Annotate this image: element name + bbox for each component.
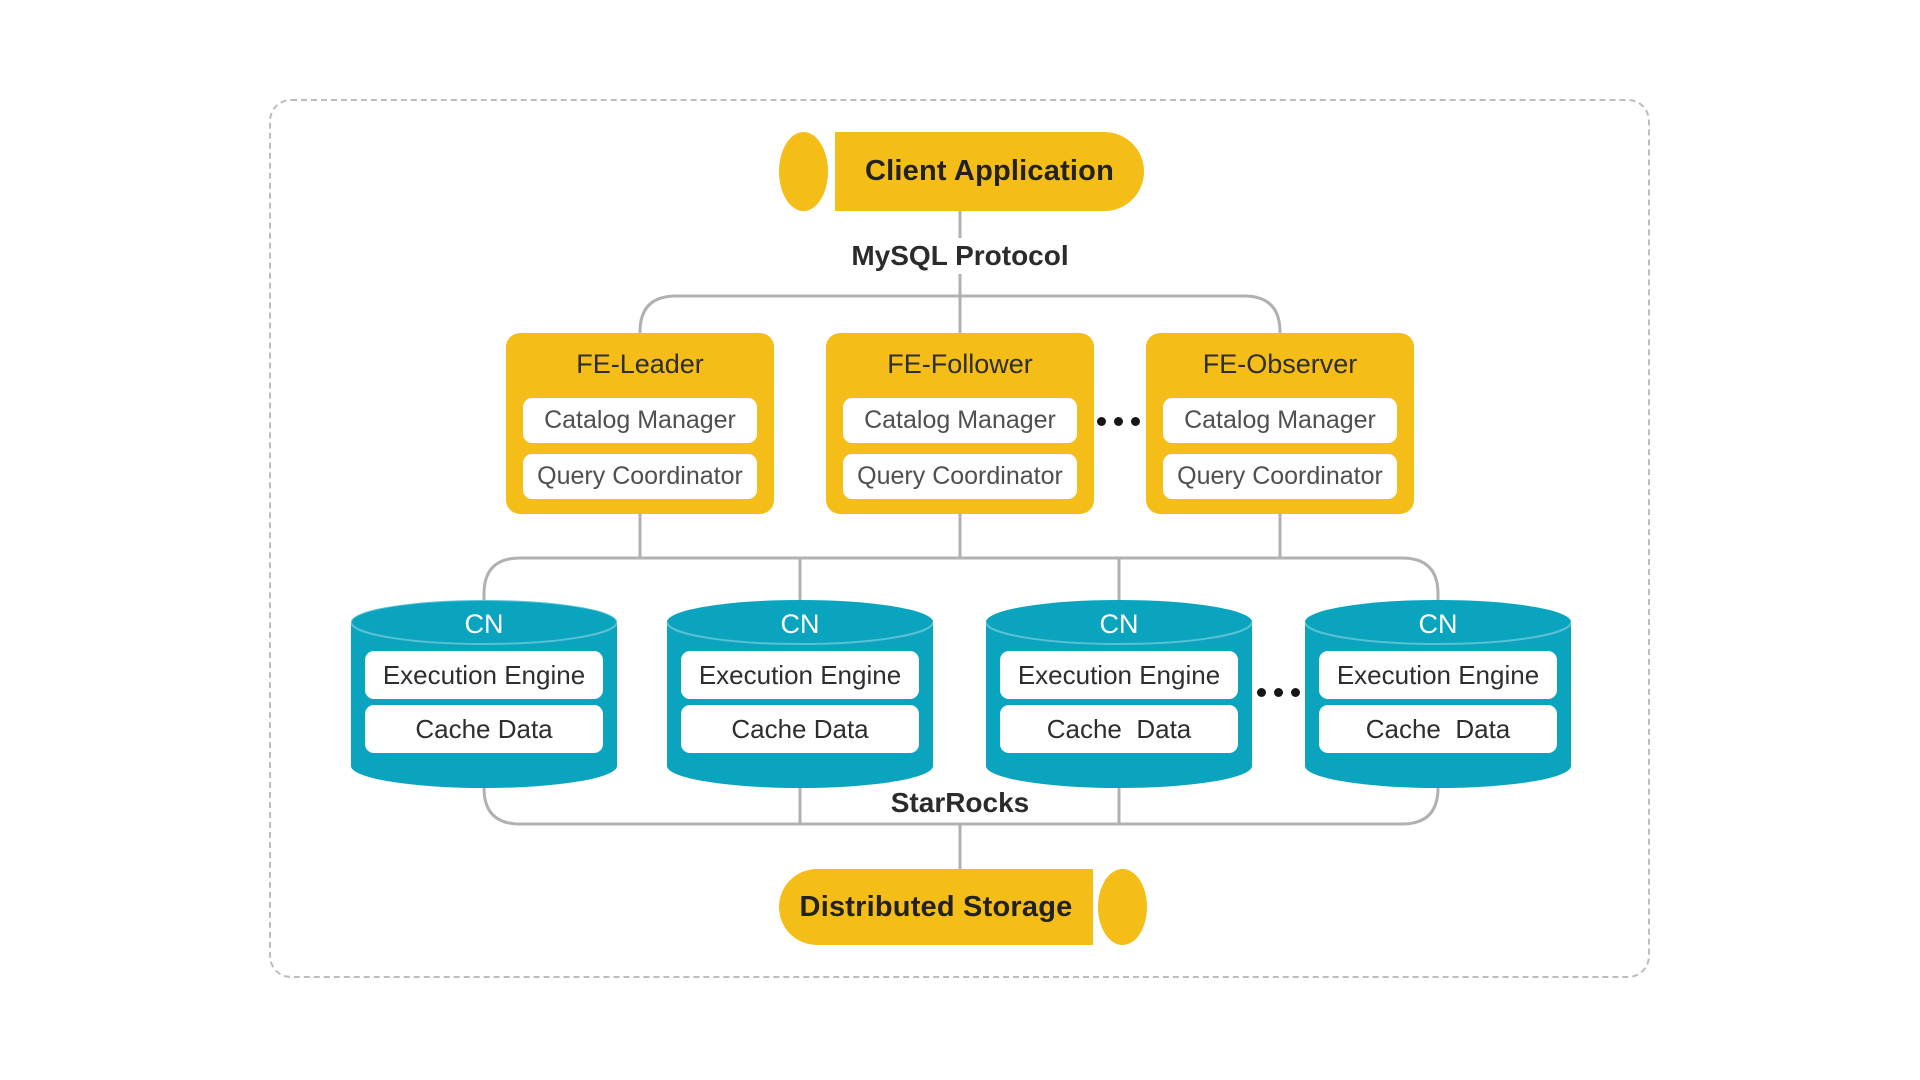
cn-node-title: CN (464, 608, 504, 639)
cn-node-1: CN Execution Engine Cache Data (351, 600, 617, 788)
fe-leader-node: FE-Leader Catalog Manager Query Coordina… (506, 333, 774, 514)
fe-follower-node: FE-Follower Catalog Manager Query Coordi… (826, 333, 1094, 514)
execution-engine-box: Execution Engine (365, 651, 603, 699)
catalog-manager-box: Catalog Manager (1163, 398, 1397, 443)
cn-node-title: CN (780, 608, 820, 639)
cn-bottom-stubs (798, 784, 1121, 824)
cylinder-cap-icon (1098, 869, 1147, 945)
cn-node-title: CN (1099, 608, 1139, 639)
cache-data-box: Cache Data (365, 705, 603, 753)
execution-engine-box: Execution Engine (1319, 651, 1557, 699)
cylinder-cap-icon (779, 132, 828, 211)
cache-data-box: Cache Data (1319, 705, 1557, 753)
query-coordinator-box: Query Coordinator (523, 454, 757, 499)
cn-node-2: CN Execution Engine Cache Data (667, 600, 933, 788)
cn-node-3: CN Execution Engine Cache Data (986, 600, 1252, 788)
cn-top-stubs (798, 558, 1121, 604)
cn-ellipsis-icon (1257, 688, 1300, 697)
fe-node-title: FE-Leader (576, 348, 704, 379)
execution-engine-box: Execution Engine (1000, 651, 1238, 699)
catalog-manager-box: Catalog Manager (843, 398, 1077, 443)
mysql-protocol-label: MySQL Protocol (839, 238, 1081, 274)
query-coordinator-box: Query Coordinator (843, 454, 1077, 499)
fe-top-bracket (638, 294, 1282, 335)
distributed-storage-label: Distributed Storage (799, 890, 1073, 923)
catalog-manager-box: Catalog Manager (523, 398, 757, 443)
cn-node-title: CN (1418, 608, 1458, 639)
fe-ellipsis-icon (1097, 417, 1140, 426)
fe-node-title: FE-Observer (1202, 348, 1358, 379)
distributed-storage-node: Distributed Storage (779, 869, 1147, 945)
client-application-node: Client Application (779, 132, 1144, 211)
query-coordinator-box: Query Coordinator (1163, 454, 1397, 499)
fe-bottom-stubs (638, 512, 1282, 558)
fe-node-title: FE-Follower (887, 348, 1033, 379)
cache-data-box: Cache Data (681, 705, 919, 753)
client-application-label: Client Application (864, 155, 1115, 187)
starrocks-group-label: StarRocks (876, 787, 1044, 819)
diagram-boundary (269, 99, 1650, 978)
cn-node-4: CN Execution Engine Cache Data (1305, 600, 1571, 788)
cn-top-bracket (482, 556, 1440, 604)
fe-observer-node: FE-Observer Catalog Manager Query Coordi… (1146, 333, 1414, 514)
cache-data-box: Cache Data (1000, 705, 1238, 753)
execution-engine-box: Execution Engine (681, 651, 919, 699)
